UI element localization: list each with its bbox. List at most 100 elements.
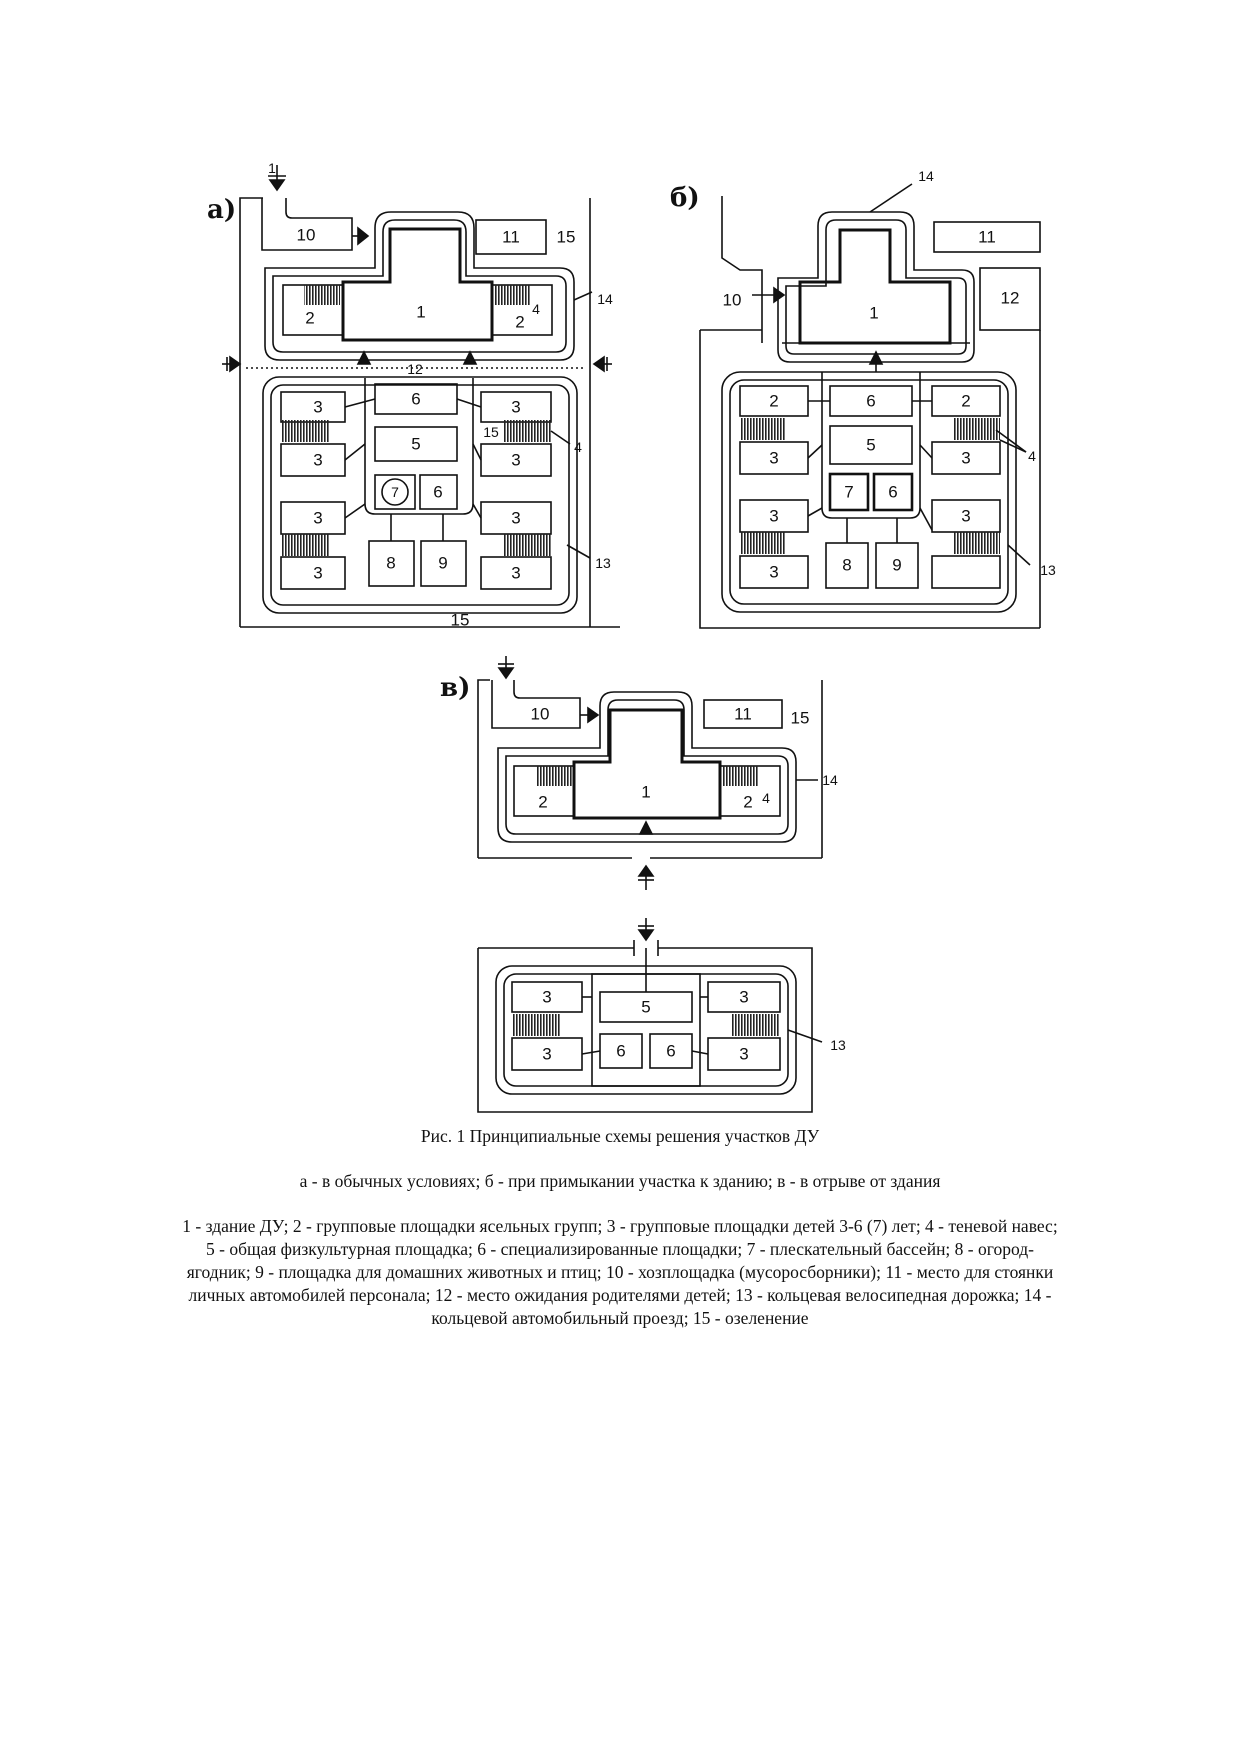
panel-v-letter: в) <box>440 673 470 703</box>
panel-a-animals-label: 9 <box>438 554 447 573</box>
panel-a-special-top-label: 6 <box>411 390 420 409</box>
panel-b-canopy-right-2 <box>954 532 1000 554</box>
panel-a-group-right-3-label: 3 <box>511 509 520 528</box>
panel-b-ring-road-outer <box>777 211 975 363</box>
panel-v-boundary-left <box>477 679 490 858</box>
panel-a-canopy-side-label: 4 <box>574 439 582 455</box>
panel-a-nursery-left-label: 2 <box>305 309 314 328</box>
panel-b-group-right-3 <box>931 555 1001 589</box>
panel-v-building <box>572 708 722 820</box>
panel-b-boundary-left-inner <box>721 196 763 343</box>
panel-b-canopy-right-1 <box>954 418 1000 440</box>
panel-b-group-left-3-label: 3 <box>769 563 778 582</box>
panel-a-ring-road-outer <box>264 211 575 361</box>
panel-v-nursery-left-label: 2 <box>538 793 547 812</box>
panel-a-canopy-right <box>494 285 530 305</box>
panel-a-bike-path-outer <box>262 376 578 614</box>
panel-a-waiting-label: 12 <box>407 361 423 377</box>
panel-a-bike-path-inner <box>270 384 570 606</box>
panel-a-household-label: 10 <box>297 226 316 245</box>
panel-b-letter: б) <box>670 183 700 213</box>
panel-a-pool-area <box>374 474 416 510</box>
panel-a-ring-road-label: 14 <box>597 291 613 307</box>
panel-a-garden-label: 8 <box>386 554 395 573</box>
panel-a-canopy-label-top: 4 <box>532 301 540 317</box>
panel-b-central-court <box>821 372 921 519</box>
panel-a-sport-label: 5 <box>411 435 420 454</box>
panel-a-group-left-canopy-2 <box>281 534 329 556</box>
panel-v-down-arrow <box>637 918 655 942</box>
panel-a-group-right-4-label: 3 <box>511 564 520 583</box>
panel-b-group-left-3 <box>739 555 809 589</box>
panel-b-bike-path-outer <box>721 371 1017 613</box>
panel-a-side-arrow-right <box>592 355 612 373</box>
panel-v-canopy-right <box>722 766 758 786</box>
panel-v-canopy-left <box>536 766 572 786</box>
panel-b-household-label: 10 <box>723 291 742 310</box>
panel-b-animals-label: 9 <box>892 556 901 575</box>
panel-b-parking-label: 11 <box>978 228 996 247</box>
panel-v-bottom-boundary <box>477 947 813 1113</box>
panel-b-parking <box>933 221 1041 253</box>
panel-b-group-right-2-label: 3 <box>961 507 970 526</box>
panel-a-greenery-label-top: 15 <box>557 228 576 247</box>
panel-a-special-small-label: 6 <box>433 483 442 502</box>
panel-b-special-top-label: 6 <box>866 392 875 411</box>
panel-v-special-right-label: 6 <box>666 1042 675 1061</box>
figure-title: Рис. 1 Принципиальные схемы решения учас… <box>420 1126 820 1146</box>
panel-a-building <box>341 227 494 342</box>
panel-a-group-right-4 <box>480 556 552 590</box>
figure-subtitle: а - в обычных условиях; б - при примыкан… <box>299 1171 941 1191</box>
panel-v-building-entry <box>638 820 654 835</box>
panel-v-bike-path-label: 13 <box>830 1037 846 1053</box>
panel-b-garden-label: 8 <box>842 556 851 575</box>
panel-v-sport <box>599 991 693 1023</box>
panel-b-canopy-label: 4 <box>1028 448 1036 464</box>
panel-a-group-left-4-label: 3 <box>313 564 322 583</box>
panel-b-canopy-leader <box>995 429 1027 453</box>
panel-v-special-left-label: 6 <box>616 1042 625 1061</box>
panel-v-canopy-label: 4 <box>762 790 770 806</box>
panel-b-special-small-label: 6 <box>888 483 897 502</box>
panel-a-household-yard <box>261 198 353 251</box>
panel-v-building-label: 1 <box>641 783 650 802</box>
panel-v-greenery-label: 15 <box>791 709 810 728</box>
panel-b-sport <box>829 425 913 465</box>
panel-v-parking <box>703 699 783 729</box>
panel-a-parking-label: 11 <box>502 228 520 247</box>
panel-b-pool-label: 7 <box>844 483 853 502</box>
panel-a-building-label: 1 <box>416 303 425 322</box>
panel-v-parking-label: 11 <box>734 705 752 724</box>
panel-b-group-right-1-label: 3 <box>961 449 970 468</box>
panel-v-group-left-1-label: 3 <box>542 988 551 1007</box>
panel-v-household-yard <box>491 680 581 729</box>
panel-b-bike-path-inner <box>729 379 1009 605</box>
site-plan-diagram: а) 1 10 11 15 14 1 2 <box>207 160 1056 1113</box>
panel-v: в) 10 11 15 14 1 2 <box>440 656 846 1113</box>
panel-b-bike-path-leader <box>1007 544 1031 566</box>
panel-v-entry-arrow <box>497 656 515 680</box>
panel-a-special-small <box>419 474 458 510</box>
panel-a-group-left-3-label: 3 <box>313 509 322 528</box>
panel-a-pool <box>381 478 409 506</box>
panel-a-sport <box>374 426 458 462</box>
panel-a: а) 1 10 11 15 14 1 2 <box>207 160 620 630</box>
panel-v-canopy-group-right <box>732 1014 780 1036</box>
panel-b-group-left-2-label: 3 <box>769 507 778 526</box>
panel-v-group-right-1-label: 3 <box>739 988 748 1007</box>
panel-v-household-arrow <box>587 706 600 724</box>
panel-a-canopy-left <box>304 285 340 305</box>
panel-b-ring-road-leader <box>869 183 913 213</box>
panel-v-ring-road-inner <box>505 699 789 835</box>
panel-a-building-entry-left <box>356 350 372 365</box>
panel-b-pool <box>828 472 870 512</box>
panel-a-group-right-2-label: 3 <box>511 451 520 470</box>
panel-a-greenery-inner-label: 15 <box>483 424 499 440</box>
panel-a-group-left-1-label: 3 <box>313 398 322 417</box>
panel-a-central-court <box>364 378 474 515</box>
panel-a-pool-label: 7 <box>391 484 399 500</box>
panel-a-group-left-4 <box>280 556 346 590</box>
panel-v-up-arrow <box>637 864 655 890</box>
panel-a-group-right-canopy-1 <box>503 420 551 442</box>
